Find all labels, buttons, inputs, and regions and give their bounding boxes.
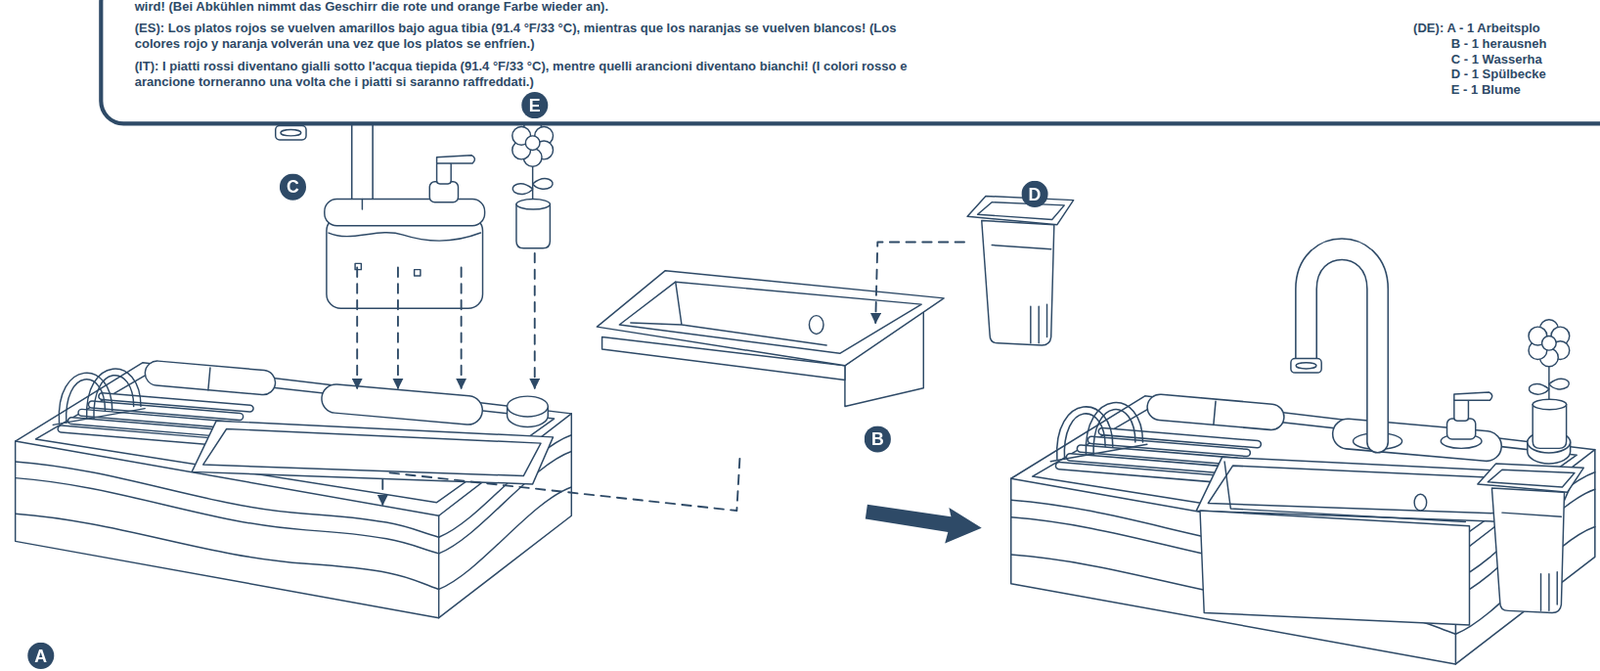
- faucet-slot: [320, 383, 485, 427]
- parts-list-item: B - 1 herausneh: [1451, 37, 1548, 53]
- faucet-body: [326, 216, 484, 309]
- faucet-cap: [324, 199, 486, 226]
- base-edge: [438, 515, 440, 618]
- holder-body: [981, 221, 1055, 346]
- callout-circle: D: [1021, 180, 1048, 208]
- base-unit: [15, 359, 573, 619]
- guide-arrow: [533, 253, 536, 389]
- faucet-nozzle: [280, 130, 302, 136]
- soap-tray: [143, 359, 276, 397]
- guide-arrow: [397, 267, 400, 389]
- holder-edge: [991, 245, 1052, 250]
- result-arrow: [865, 504, 982, 544]
- flower: [512, 119, 554, 249]
- tray-divider: [208, 367, 211, 391]
- pump-lever: [437, 155, 476, 164]
- holder-opening: [977, 202, 1066, 221]
- sponge-holder: [1477, 463, 1585, 613]
- text-panel: wird! (Bei Abkühlen nimmt das Geschirr d…: [98, 0, 1600, 126]
- flower-socket: [507, 396, 549, 417]
- dish-rack: [52, 368, 145, 425]
- faucet-pipe: [361, 199, 363, 210]
- soap-pump: [429, 155, 475, 203]
- base-band: [15, 513, 440, 589]
- guide-line: [390, 457, 741, 511]
- flower-pot: [516, 204, 550, 249]
- base-band: [439, 487, 573, 589]
- instruction-text: (IT): I piatti rossi diventano gialli so…: [134, 59, 927, 90]
- callout-circle: E: [521, 91, 548, 119]
- pump-neck: [429, 181, 458, 203]
- faucet-wave: [328, 232, 481, 241]
- guide-arrow: [460, 267, 463, 389]
- callout-letter: D: [1028, 185, 1042, 204]
- callout-circle: A: [27, 642, 54, 669]
- instruction-text: wird! (Bei Abkühlen nimmt das Geschirr d…: [134, 0, 1054, 16]
- guide-arrow: [355, 267, 358, 389]
- flower-leaf: [533, 178, 553, 190]
- flower: [1528, 319, 1570, 449]
- basin-rim: [596, 270, 944, 366]
- basin-hole: [808, 315, 824, 335]
- flower-center: [525, 135, 540, 151]
- callout-circle: C: [279, 173, 307, 200]
- parts-list-item: D - 1 Spülbecke: [1451, 67, 1547, 84]
- slat: [61, 429, 210, 443]
- faucet: [1290, 249, 1378, 443]
- base-unit: [1011, 393, 1596, 665]
- base-outline: [15, 362, 573, 619]
- callout-letter: E: [529, 96, 541, 115]
- basin-wall: [1224, 461, 1466, 523]
- callout-letter: C: [286, 177, 300, 196]
- parts-list-item: (DE): A - 1 Arbeitsplo: [1413, 21, 1541, 38]
- basin-cutout-lip: [203, 429, 541, 477]
- basin-front: [1200, 510, 1469, 625]
- parts-list-item: C - 1 Wasserha: [1451, 51, 1543, 68]
- holder-slots: [1030, 304, 1048, 344]
- faucet-nozzle: [275, 125, 307, 140]
- flower-leaf: [512, 183, 533, 195]
- holder-rim: [967, 195, 1074, 224]
- flower-pot-rim: [516, 199, 550, 210]
- callout-letter: A: [34, 646, 47, 665]
- guide-arrow: [381, 480, 384, 505]
- basin-hole: [1414, 493, 1427, 511]
- pump-stem: [437, 161, 452, 184]
- callout-letter: B: [871, 430, 885, 448]
- rack-bar: [52, 408, 145, 426]
- faucet-clip: [414, 269, 421, 276]
- faucet-clip: [355, 263, 361, 269]
- parts-list-item: E - 1 Blume: [1451, 83, 1521, 99]
- slat: [61, 429, 210, 443]
- basin-wall: [630, 281, 827, 346]
- base-band: [15, 478, 440, 554]
- basin-cutout: [191, 420, 553, 485]
- soap-pump: [1447, 392, 1493, 440]
- instruction-text: (ES): Los platos rojos se vuelven amaril…: [134, 21, 927, 52]
- basin: [596, 270, 944, 407]
- guide-arrow: [875, 241, 965, 322]
- sponge-holder: [967, 195, 1074, 345]
- callout-circle: B: [864, 425, 891, 452]
